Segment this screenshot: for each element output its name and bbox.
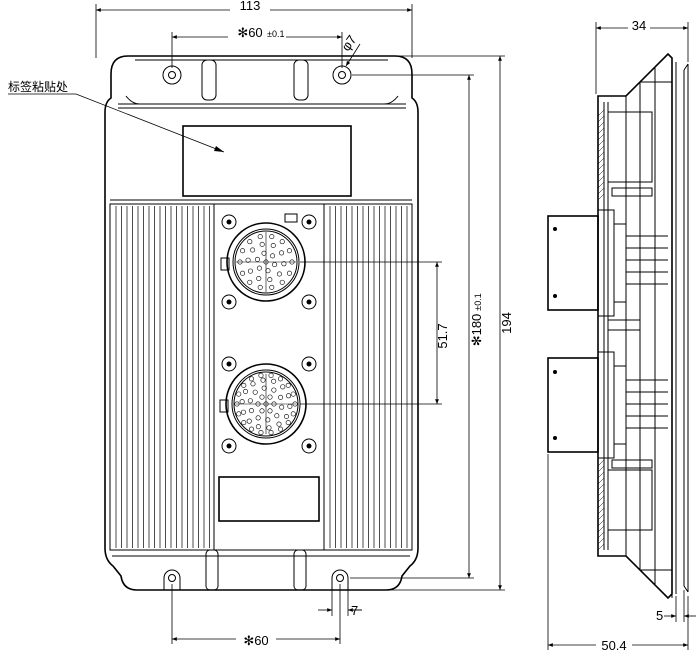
label-area-text: 标签粘贴处 [8, 79, 68, 94]
screw-upper-bl [221, 294, 237, 310]
lower-window [218, 476, 320, 522]
label-area-box [182, 125, 352, 197]
top-hole-left [162, 65, 182, 85]
bottom-hole-right [331, 569, 349, 590]
dim-overall-width: 113 [240, 0, 261, 13]
side-view [547, 52, 689, 600]
center-panel [213, 203, 325, 551]
screw-upper-br [301, 294, 317, 310]
dim-hole-spacing-top: ✻60 [237, 25, 262, 40]
screw-lower-tl [221, 356, 237, 372]
top-slot-right [293, 59, 309, 101]
front-dimensions: 113 ✻60 ±0.1 φ7 标签粘贴处 51.7 ✻180 ±0.1 194… [8, 0, 514, 648]
bottom-hole-left [163, 569, 181, 590]
screw-upper-tr [301, 214, 317, 230]
side-base-plate [597, 52, 673, 600]
side-dimensions: 34 5 50.4 [547, 18, 696, 653]
screw-lower-tr [301, 356, 317, 372]
connector-lower [219, 356, 317, 454]
front-body-outline [104, 55, 419, 591]
dim-hole-spacing-vertical-tol: ±0.1 [473, 293, 483, 310]
front-inner-shoulder [118, 103, 406, 109]
bottom-slot-left [205, 549, 219, 591]
screw-upper-tl [221, 214, 237, 230]
dim-connector-spacing: 51.7 [435, 323, 450, 348]
dim-hole-spacing-bottom: ✻60 [243, 633, 268, 648]
heat-sink-left [109, 203, 215, 551]
dim-slot-offset: 7 [351, 603, 358, 618]
dim-hole-spacing-top-tol: ±0.1 [267, 29, 284, 39]
screw-lower-br [301, 438, 317, 454]
dim-hole-spacing-vertical: ✻180 [469, 314, 484, 347]
side-connector-upper [547, 209, 668, 317]
top-hole-right [332, 65, 352, 85]
dim-side-flange-thickness: 5 [656, 608, 663, 623]
dim-side-top-width: 34 [632, 18, 646, 33]
top-slot-left [201, 59, 217, 101]
connector-upper [220, 213, 317, 310]
heat-sink-right [323, 203, 413, 551]
side-connector-lower [547, 351, 668, 459]
dim-side-overall-depth: 50.4 [601, 638, 626, 653]
screw-lower-bl [221, 438, 237, 454]
bottom-slot-right [293, 549, 307, 591]
dim-overall-height: 194 [499, 312, 514, 334]
front-view [104, 55, 419, 591]
dim-hole-dia: φ7 [338, 32, 359, 53]
